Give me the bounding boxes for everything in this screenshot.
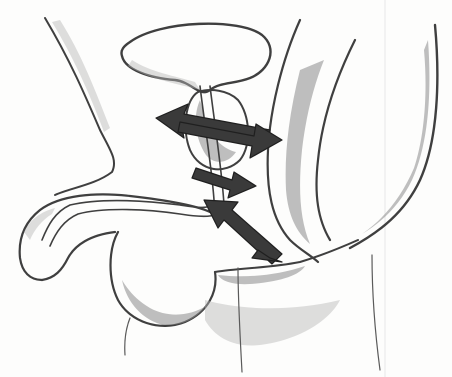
arrow-3 [192, 168, 256, 198]
pelvic-wall-outline [45, 18, 114, 195]
arrow-4 [204, 200, 282, 264]
perineum-region [205, 240, 358, 346]
scrotum-outline [111, 232, 216, 355]
urethra-channel [42, 86, 224, 246]
bladder-outline [121, 24, 270, 93]
arrows-group [156, 104, 282, 264]
